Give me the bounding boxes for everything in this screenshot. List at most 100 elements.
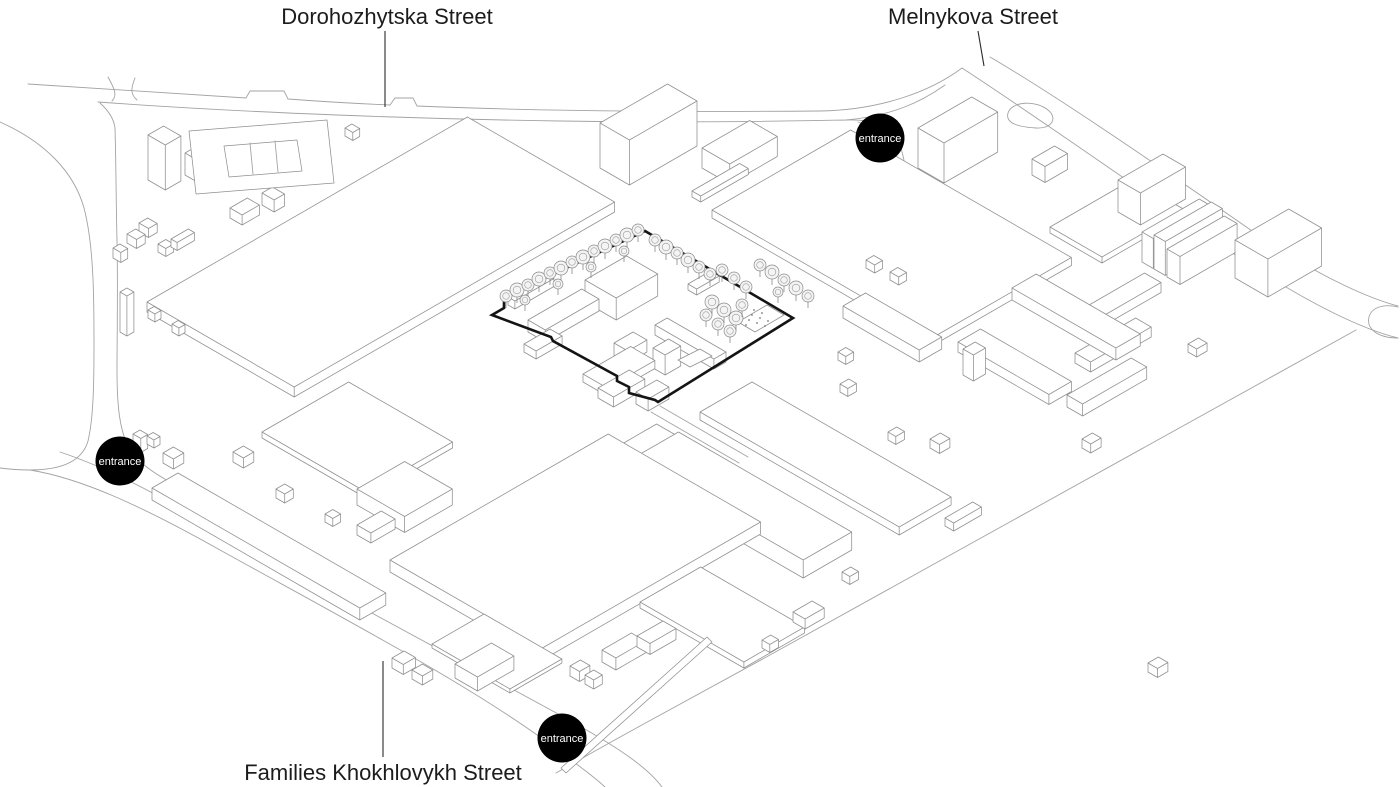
building-block: [162, 446, 185, 470]
plaza-dot: [751, 314, 753, 316]
plaza-dot: [767, 320, 769, 322]
tree-icon: [597, 238, 613, 259]
building-block: [636, 620, 677, 655]
site-low-platform: [677, 348, 713, 368]
building-block: [584, 255, 659, 321]
tree-icon: [648, 233, 662, 252]
building-block: [1066, 357, 1148, 417]
entrance-badge-north: entrance: [855, 113, 905, 163]
tree-icon: [764, 264, 780, 285]
building-block: [1147, 656, 1169, 678]
tree-icon: [772, 286, 784, 303]
building-block: [929, 432, 951, 454]
school-courtyard: [223, 139, 303, 178]
tree-icon: [727, 271, 741, 290]
building-block: [126, 228, 146, 249]
building-block: [147, 306, 162, 323]
street-median-platform: [560, 636, 713, 774]
building-block: [584, 669, 603, 690]
tree-icon: [728, 310, 744, 331]
building-block: [699, 381, 952, 536]
building-block: [599, 83, 698, 186]
tree-icon: [753, 258, 767, 277]
building-block: [1011, 273, 1141, 361]
building-block: [887, 426, 905, 445]
leader-melnykova: [977, 30, 985, 67]
building-block: [324, 509, 341, 527]
building-block: [837, 347, 854, 365]
building-block: [261, 186, 285, 213]
road-line: [131, 77, 138, 101]
plaza-dot: [748, 319, 750, 321]
tree-icon: [680, 252, 696, 273]
plaza-dot: [764, 325, 766, 327]
label-leader-lines: [382, 30, 985, 757]
plaza-dot: [753, 309, 755, 311]
entrance-badge-south: entrance: [537, 713, 587, 763]
building-block: [944, 501, 982, 532]
building-block: [344, 123, 361, 141]
tree-icon: [703, 267, 717, 286]
building-block: [171, 320, 186, 337]
plaza: [737, 304, 785, 333]
building-block: [1187, 337, 1208, 358]
building-block: [454, 642, 515, 692]
tree-icon: [735, 298, 749, 317]
entrance-badge-label: entrance: [859, 133, 902, 145]
tree-icon: [499, 289, 513, 308]
road-line: [845, 84, 946, 121]
building-block: [138, 217, 158, 238]
building-block: [119, 287, 135, 337]
entrance-badge-west: entrance: [95, 436, 145, 486]
school-divisions: [249, 140, 279, 175]
road-line: [650, 411, 740, 464]
tree-icon: [609, 233, 623, 252]
tree-icon: [670, 246, 684, 265]
building-block: [146, 432, 161, 449]
tree-icon: [692, 260, 706, 279]
tree-icon: [552, 278, 564, 295]
building-block: [839, 378, 857, 397]
tree-icon: [519, 294, 531, 311]
building-block: [841, 566, 859, 585]
tree-icon: [699, 308, 713, 327]
tree-icon: [723, 324, 737, 343]
tree-icon: [711, 317, 725, 336]
tree-icon: [631, 223, 645, 242]
plaza-dots: [745, 309, 769, 327]
tree-icon: [801, 289, 815, 308]
building-block: [865, 255, 883, 274]
building-block: [112, 243, 129, 263]
tree-icon: [658, 239, 674, 260]
tree-icon: [788, 280, 804, 301]
road-line: [27, 67, 963, 112]
building-block: [889, 267, 907, 286]
building-block: [147, 125, 182, 191]
street-label-dorohozhytska: Dorohozhytska Street: [281, 4, 493, 29]
entrance-badge-circle: [95, 436, 145, 486]
road-line: [1007, 102, 1054, 129]
building-block: [391, 650, 416, 675]
tree-icon: [575, 249, 591, 270]
building-block: [1081, 432, 1102, 454]
plaza-dot: [745, 324, 747, 326]
tree-icon: [739, 280, 753, 299]
buildings-layer: [112, 83, 1322, 774]
tree-icon: [777, 273, 791, 292]
tree-icon: [509, 282, 525, 303]
tree-icon: [715, 263, 729, 282]
trees-layer: [499, 223, 815, 343]
road-line: [1368, 305, 1399, 339]
building-block: [151, 472, 387, 621]
street-label-khokhlovykh: Families Khokhlovykh Street: [244, 760, 522, 785]
building-block: [229, 197, 260, 226]
tree-icon: [704, 294, 720, 315]
tree-icon: [553, 260, 569, 281]
building-block: [1117, 153, 1186, 226]
plaza-dot: [759, 317, 761, 319]
building-block: [170, 228, 195, 251]
building-block: [146, 116, 615, 398]
tree-icon: [585, 261, 597, 278]
building-block: [957, 328, 1072, 405]
